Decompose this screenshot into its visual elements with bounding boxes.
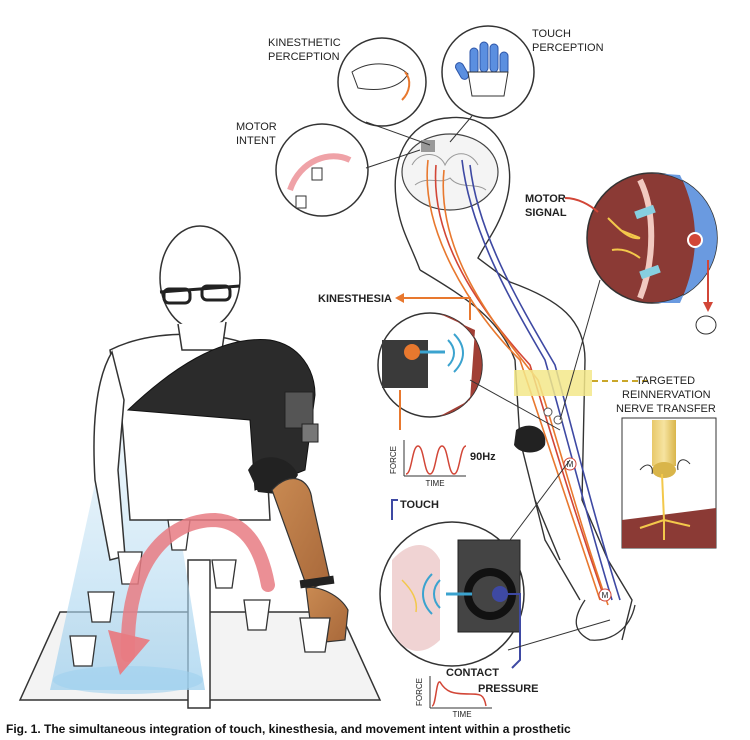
motor-intent-label-2: INTENT	[236, 135, 276, 147]
touch-label: TOUCH	[400, 499, 439, 511]
kinesthesia-force-plot: FORCE TIME 90Hz	[389, 440, 496, 488]
motor-signal-callout: MOTOR SIGNAL	[525, 172, 718, 421]
targeted-label-2: REINNERVATION	[622, 389, 711, 401]
touch-perception-callout: TOUCH PERCEPTION	[441, 25, 604, 119]
motor-intent-label: MOTOR	[236, 121, 277, 133]
kinesthesia-callout: KINESTHESIA	[318, 293, 561, 431]
vibrator-device	[514, 425, 546, 453]
touch-force-plot: CONTACT PRESSURE FORCE TIME	[415, 667, 539, 719]
light-beam	[50, 355, 205, 690]
kinesthetic-perception-callout: KINESTHETIC PERCEPTION	[268, 37, 427, 127]
motor-intent-callout: MOTOR INTENT	[236, 121, 369, 217]
kinesthesia-label: KINESTHESIA	[318, 293, 392, 305]
kinesthesia-plot-xlabel: TIME	[425, 479, 444, 488]
touch-perception-label: TOUCH	[532, 28, 571, 40]
nerve-pathways	[426, 159, 621, 606]
kinesthetic-label-2: PERCEPTION	[268, 51, 340, 63]
kinesthesia-freq: 90Hz	[470, 451, 496, 463]
prosthetic-forearm	[271, 478, 331, 591]
targeted-label: TARGETED	[636, 375, 695, 387]
reinnervation-callout: TARGETED REINNERVATION NERVE TRANSFER	[616, 375, 717, 549]
head	[159, 225, 241, 331]
figure-caption: Fig. 1. The simultaneous integration of …	[6, 722, 571, 736]
pressure-label: PRESSURE	[478, 683, 539, 695]
touch-perception-label-2: PERCEPTION	[532, 42, 604, 54]
brain	[401, 133, 499, 211]
touch-plot-ylabel: FORCE	[415, 678, 424, 706]
contact-label: CONTACT	[446, 667, 499, 679]
touch-plot-xlabel: TIME	[452, 710, 471, 719]
person-illustration	[18, 225, 382, 709]
reinnervation-band	[514, 370, 592, 396]
kinesthesia-plot-ylabel: FORCE	[389, 446, 398, 474]
m-marker: M	[567, 460, 574, 469]
harness	[126, 339, 316, 491]
kinesthetic-label: KINESTHETIC	[268, 37, 341, 49]
motor-signal-label: MOTOR	[525, 193, 566, 205]
motor-signal-label-2: SIGNAL	[525, 207, 567, 219]
touch-callout: TOUCH	[379, 459, 611, 669]
targeted-label-3: NERVE TRANSFER	[616, 403, 716, 415]
m-marker: M	[602, 591, 609, 600]
movement-arrow	[120, 512, 275, 662]
